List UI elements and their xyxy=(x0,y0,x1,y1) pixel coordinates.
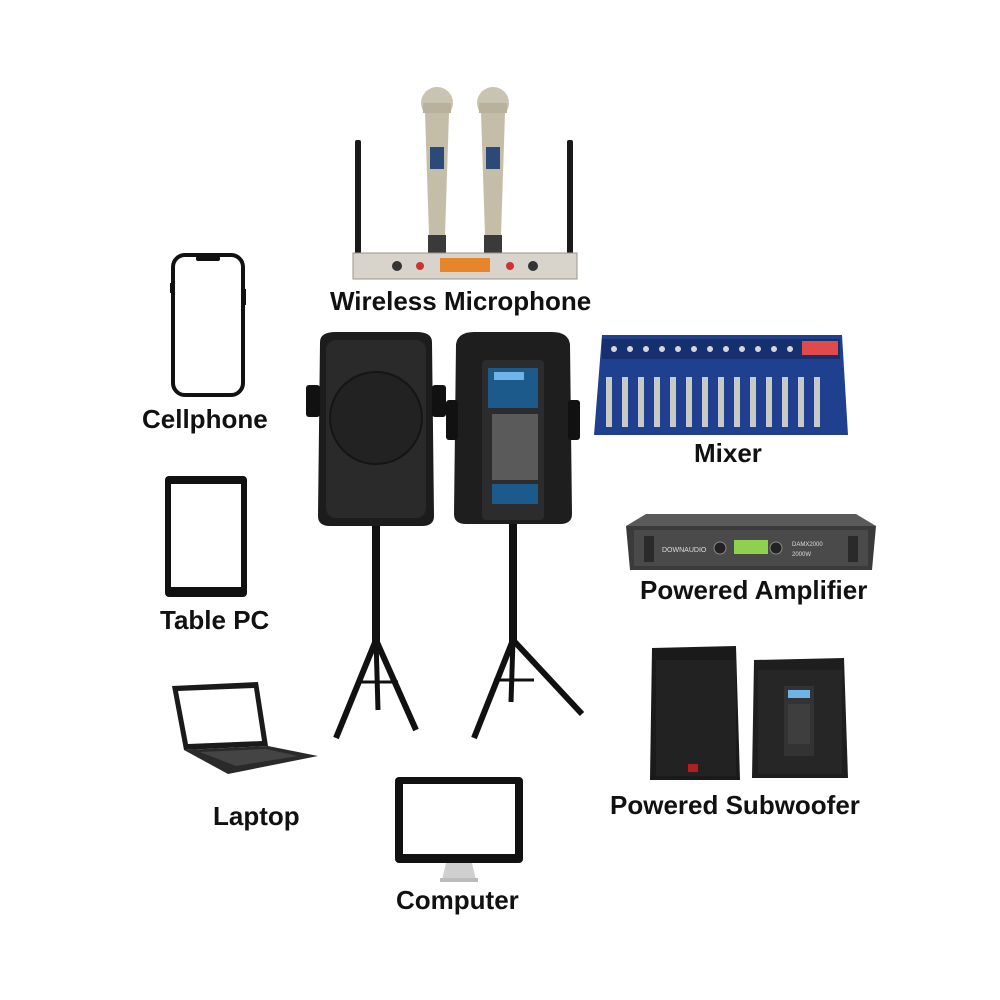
amplifier-icon: DOWNAUDIO DAMX2000 2000W xyxy=(626,512,876,572)
cellphone-label: Cellphone xyxy=(142,404,268,434)
amplifier-watt-text: 2000W xyxy=(792,552,811,558)
powered-subwoofer-label: Powered Subwoofer xyxy=(610,790,860,820)
amplifier-brand-text: DOWNAUDIO xyxy=(662,547,707,554)
laptop-icon xyxy=(170,680,320,776)
wireless-microphone-label: Wireless Microphone xyxy=(330,286,592,316)
table-pc-label: Table PC xyxy=(160,605,270,635)
tablet-icon xyxy=(163,474,249,599)
powered-amplifier-label: Powered Amplifier xyxy=(640,575,868,605)
computer-label: Computer xyxy=(396,885,519,915)
subwoofer-icon xyxy=(648,644,850,782)
wireless-microphone-icon xyxy=(345,85,585,285)
speaker-icon xyxy=(306,330,591,742)
amplifier-model-text: DAMX2000 xyxy=(792,542,823,548)
monitor-icon xyxy=(394,776,524,886)
cellphone-icon xyxy=(170,253,246,397)
mixer-label: Mixer xyxy=(694,438,762,468)
laptop-label: Laptop xyxy=(213,801,300,831)
mixer-icon xyxy=(592,333,850,437)
